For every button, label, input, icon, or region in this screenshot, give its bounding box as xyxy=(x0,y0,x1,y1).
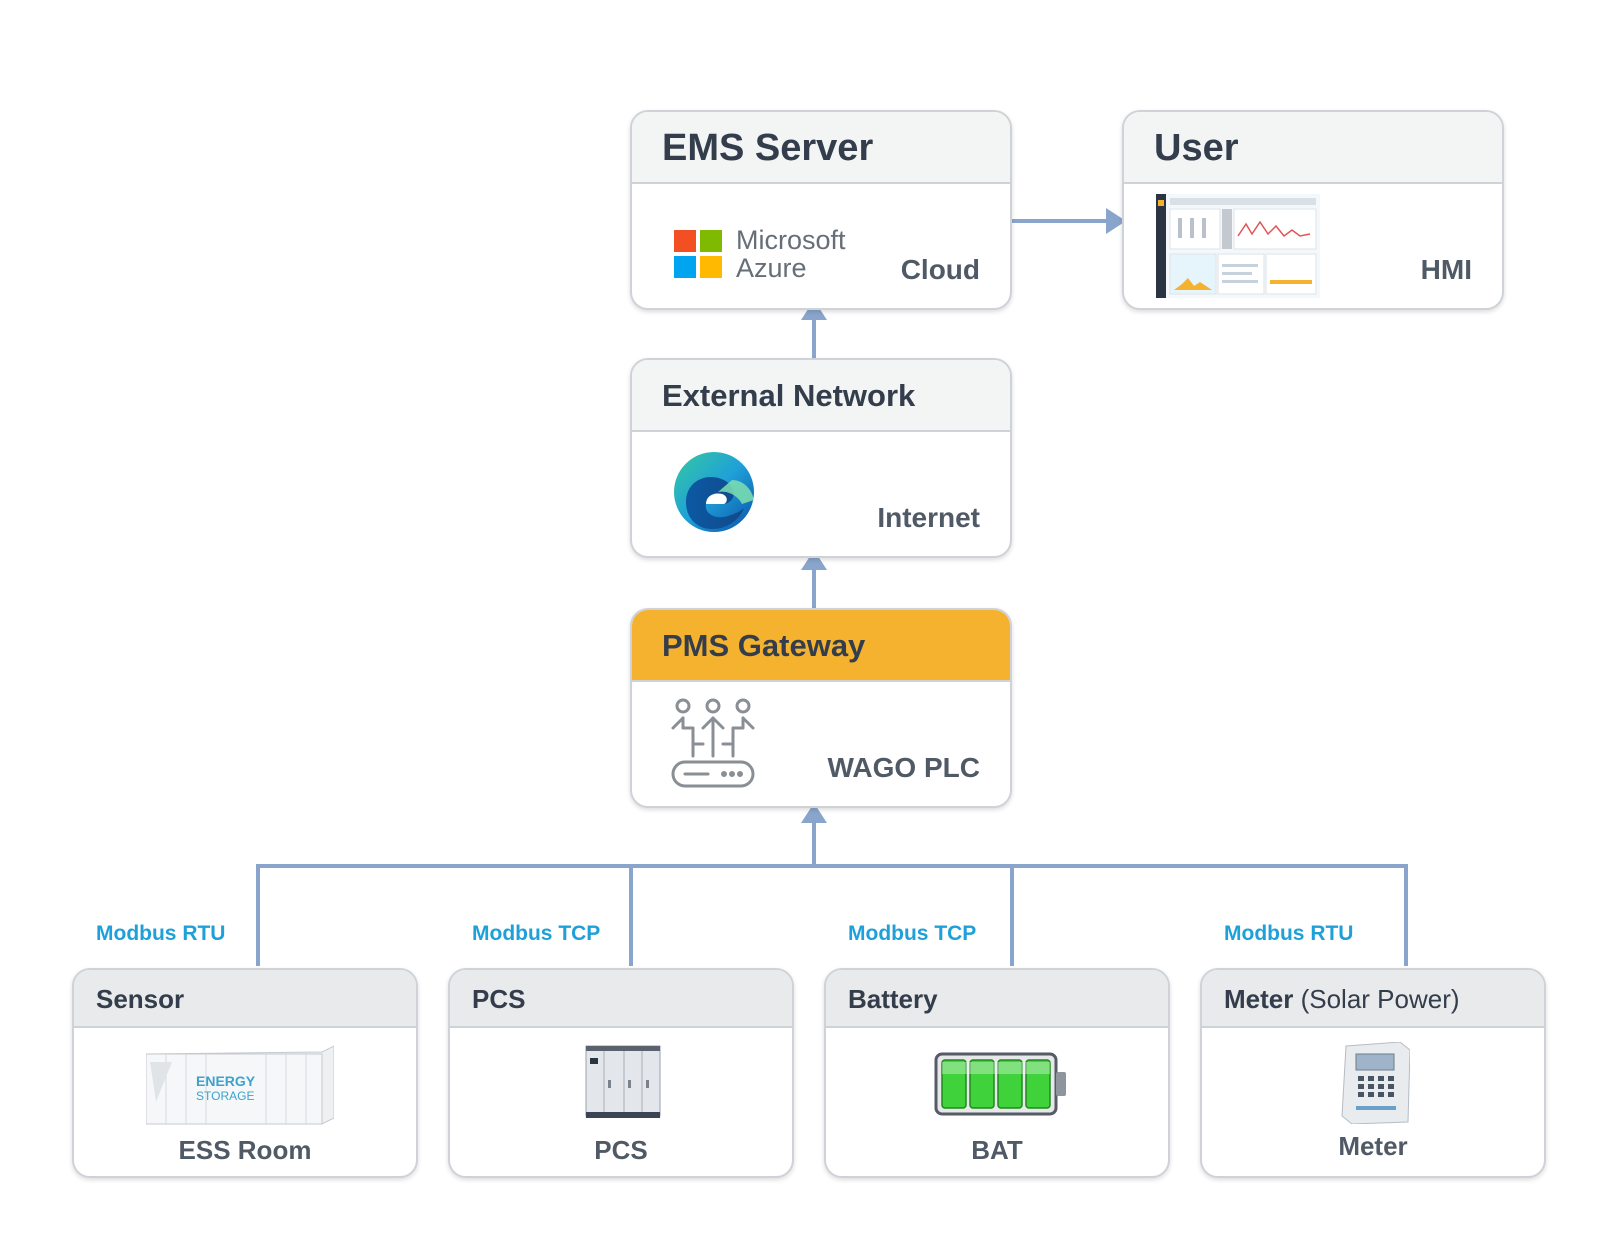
battery-card: Battery BAT xyxy=(824,968,1170,1178)
microsoft-azure-logo-icon xyxy=(674,230,722,283)
sensor-card: Sensor ENERGY STORAGE ESS Room xyxy=(72,968,418,1178)
battery-title: Battery xyxy=(826,970,1168,1028)
battery-icon xyxy=(934,1052,1068,1121)
meter-subtitle: (Solar Power) xyxy=(1300,984,1460,1014)
pcs-label: PCS xyxy=(594,1135,648,1165)
meter-title-row: Meter (Solar Power) xyxy=(1202,970,1544,1028)
meter-device-image xyxy=(1340,1041,1411,1129)
container-text-energy: ENERGY xyxy=(196,1073,256,1089)
azure-logo-line2: Azure xyxy=(736,253,807,283)
user-title: User xyxy=(1124,112,1502,184)
edge-browser-icon xyxy=(672,450,756,539)
pcs-card: PCS PCS xyxy=(448,968,794,1178)
protocol-label-sensor: Modbus RTU xyxy=(96,922,226,945)
meter-title: Meter xyxy=(1224,984,1294,1014)
sensor-title: Sensor xyxy=(74,970,416,1028)
protocol-label-battery: Modbus TCP xyxy=(848,922,977,945)
azure-logo-text: Microsoft Azure xyxy=(736,226,846,282)
container-text-storage: STORAGE xyxy=(196,1089,254,1103)
external-network-title: External Network xyxy=(632,360,1010,432)
meter-label: Meter xyxy=(1338,1131,1408,1161)
meter-card: Meter (Solar Power) Meter xyxy=(1200,968,1546,1178)
energy-storage-container-image: ENERGY STORAGE xyxy=(145,1042,335,1131)
user-label: HMI xyxy=(1420,254,1472,285)
pms-gateway-card: PMS Gateway WAGO PLC xyxy=(630,608,1012,808)
external-network-label: Internet xyxy=(877,502,980,533)
pcs-cabinet-image xyxy=(584,1044,662,1125)
gateway-router-icon xyxy=(670,698,756,795)
user-card: User HMI xyxy=(1122,110,1504,310)
protocol-label-pcs: Modbus TCP xyxy=(472,922,601,945)
hmi-dashboard-thumbnail xyxy=(1156,194,1320,303)
azure-logo-line1: Microsoft xyxy=(736,225,846,255)
pms-gateway-title: PMS Gateway xyxy=(632,610,1010,682)
ems-server-title: EMS Server xyxy=(632,112,1010,184)
battery-label: BAT xyxy=(971,1135,1023,1165)
external-network-card: External Network Internet xyxy=(630,358,1012,558)
sensor-label: ESS Room xyxy=(178,1135,312,1165)
pcs-title: PCS xyxy=(450,970,792,1028)
pms-gateway-label: WAGO PLC xyxy=(827,752,980,783)
ems-server-card: EMS Server Microsoft Azure Cloud xyxy=(630,110,1012,310)
protocol-label-meter: Modbus RTU xyxy=(1224,922,1354,945)
ems-server-label: Cloud xyxy=(900,254,980,285)
